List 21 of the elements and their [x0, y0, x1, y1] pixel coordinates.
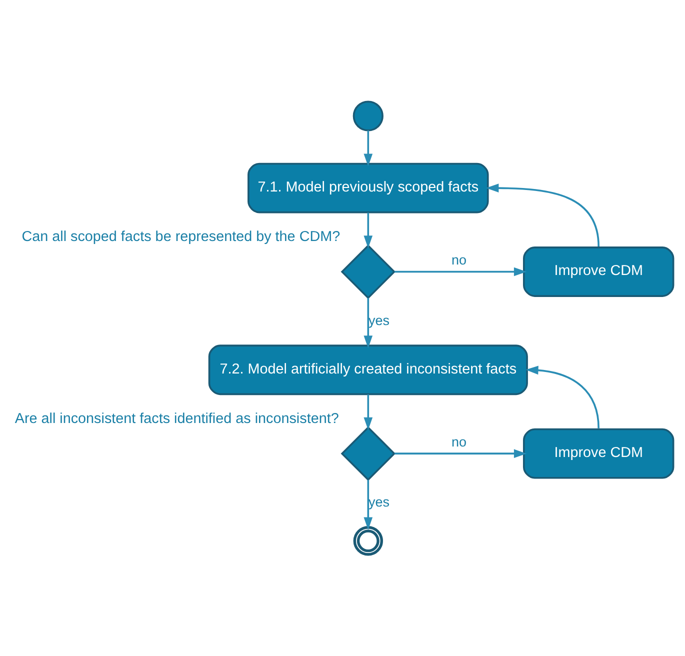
arrow: [394, 449, 527, 458]
node-box: 7.1. Model previously scoped facts: [248, 162, 489, 214]
node-ring: [353, 526, 384, 556]
edge-label: no: [452, 252, 467, 268]
arrow: [364, 394, 373, 430]
node-label: Are all inconsistent facts identified as inconsistent?: [14, 410, 339, 427]
arrow: [364, 298, 373, 348]
arrow: [364, 130, 373, 166]
arrow: [486, 184, 600, 247]
arrow: [364, 480, 373, 530]
edge-label: no: [452, 434, 467, 450]
node-label: Can all scoped facts be represented by the CDM?: [22, 228, 340, 245]
arrow: [394, 267, 527, 276]
node-box: Improve CDM: [523, 246, 674, 297]
arrow: [364, 212, 373, 248]
node-box: 7.2. Model artificially created inconsistent facts: [208, 344, 528, 396]
node-circle: [352, 100, 384, 132]
node-diamond: [340, 244, 396, 300]
node-box: Improve CDM: [523, 428, 674, 479]
arrow: [526, 366, 600, 428]
node-diamond: [340, 426, 396, 481]
